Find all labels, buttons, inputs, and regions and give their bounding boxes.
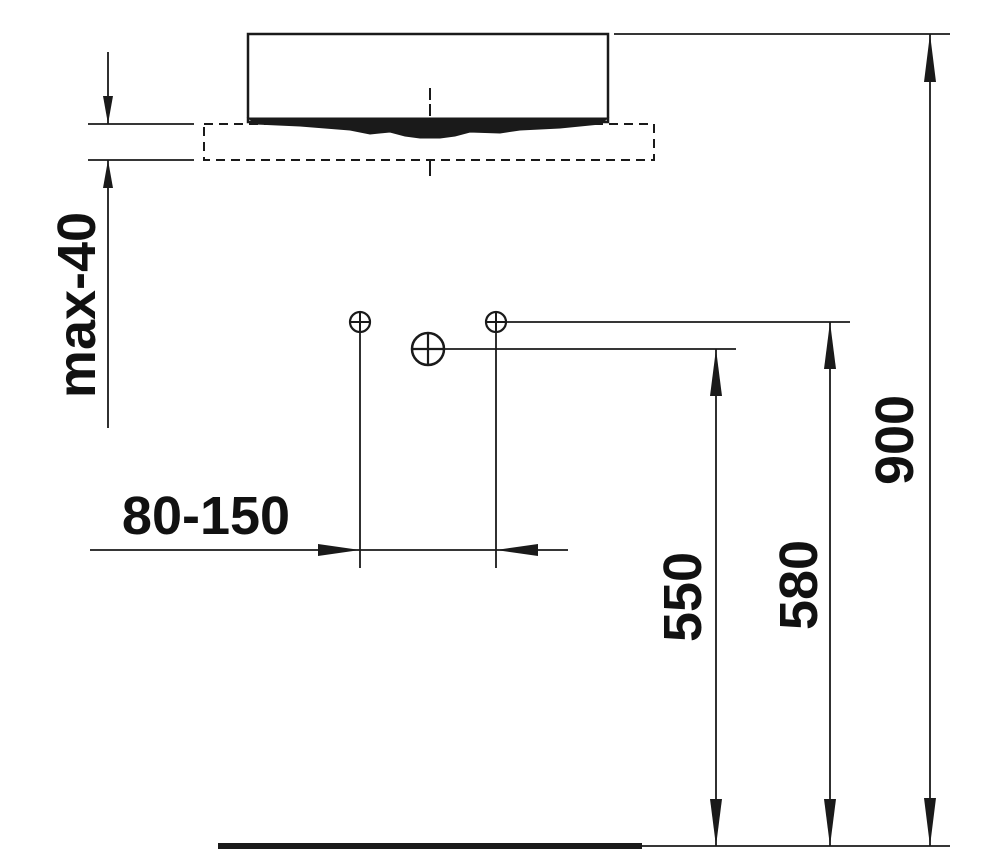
arrowhead <box>496 544 538 556</box>
countertop-outline <box>203 104 655 176</box>
arrowhead <box>103 96 113 124</box>
washbasin <box>246 32 610 139</box>
arrowhead <box>103 160 113 188</box>
waste-height-dimension: 550 <box>653 349 722 846</box>
supply-height-label: 580 <box>769 540 829 630</box>
overall-height-dimension: 900 <box>865 34 936 846</box>
supply-pipe-right <box>484 310 850 568</box>
pipe-spacing-dimension: 80-150 <box>90 486 568 556</box>
waste-pipe <box>410 331 736 367</box>
arrowhead <box>710 799 722 846</box>
arrowhead <box>824 322 836 369</box>
mount-gap-label: max-40 <box>47 212 107 398</box>
supply-pipe-left <box>348 310 372 568</box>
supply-height-dimension: 580 <box>769 322 836 846</box>
mount-gap-dimension: max-40 <box>47 52 194 428</box>
arrowhead <box>924 34 936 82</box>
overall-height-label: 900 <box>865 395 925 485</box>
arrowhead <box>924 798 936 846</box>
pipe-spacing-label: 80-150 <box>122 486 290 546</box>
arrowhead <box>710 349 722 396</box>
arrowhead <box>318 544 360 556</box>
waste-height-label: 550 <box>653 552 713 642</box>
arrowhead <box>824 799 836 846</box>
